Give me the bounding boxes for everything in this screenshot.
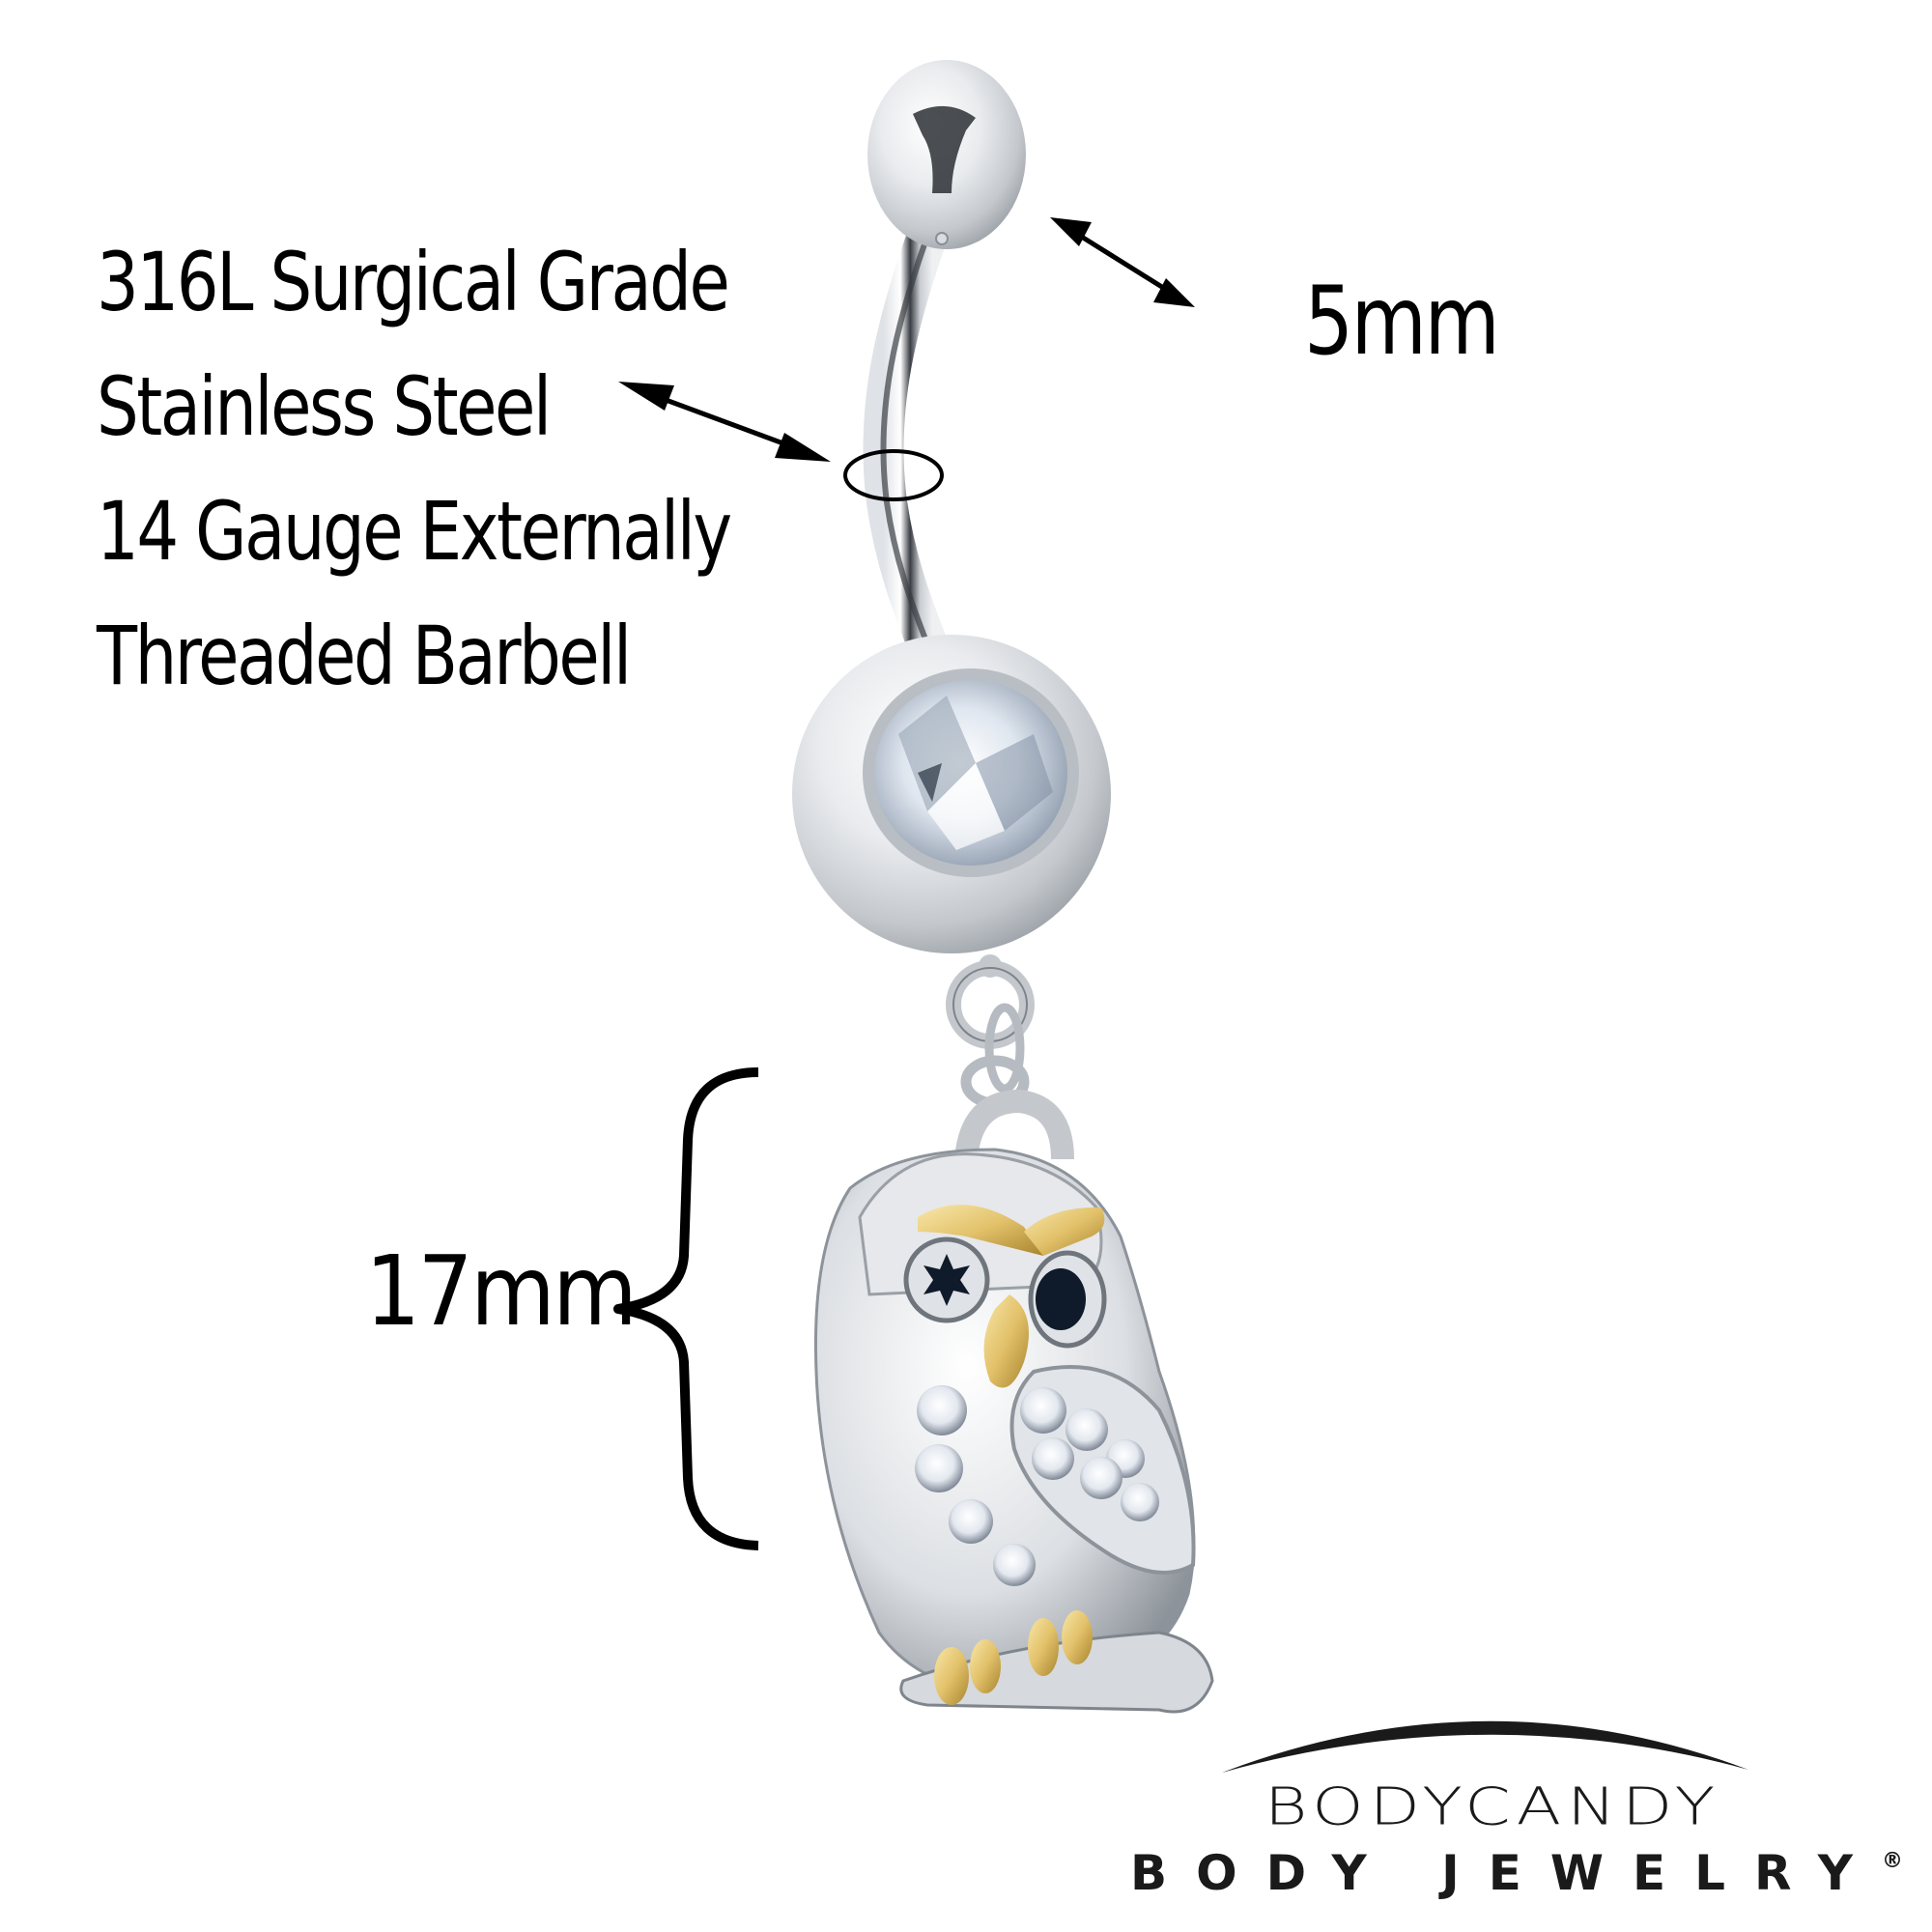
registered-mark: ® <box>1882 1849 1903 1873</box>
curved-barbell <box>863 221 952 677</box>
pendant-size-brace <box>613 1067 759 1550</box>
logo-swoosh-icon <box>1222 1720 1748 1773</box>
wing-crystals <box>1020 1387 1159 1521</box>
owl-eyes <box>903 1236 1107 1349</box>
spec-line-gauge: 14 Gauge Externally <box>97 484 732 579</box>
pendant-size-label: 17mm <box>365 1235 638 1348</box>
gold-talons <box>934 1610 1093 1705</box>
owl-pendant <box>813 1089 1214 1714</box>
brand-wordmark: BODYCANDY <box>1264 1777 1721 1837</box>
spec-line-barbell: Threaded Barbell <box>97 609 632 703</box>
ball-size-label: 5mm <box>1304 267 1500 377</box>
brand-tagline: BODY JEWELRY® <box>1130 1845 1903 1901</box>
top-ball <box>867 60 1026 249</box>
spec-line-steel: Stainless Steel <box>97 359 552 454</box>
gauge-arrow <box>618 382 831 462</box>
chest-crystals <box>915 1385 1036 1586</box>
gem-ball <box>792 635 1111 953</box>
brand-tagline-text: BODY JEWELRY <box>1130 1845 1882 1901</box>
perch-branch <box>899 1631 1214 1714</box>
ball-size-arrow <box>1050 217 1195 307</box>
material-spec-text: 316L Surgical Grade Stainless Steel 14 G… <box>97 220 732 719</box>
dangle-connector <box>946 954 1035 1109</box>
gauge-ring-indicator <box>843 449 944 501</box>
spec-line-material: 316L Surgical Grade <box>97 235 730 329</box>
